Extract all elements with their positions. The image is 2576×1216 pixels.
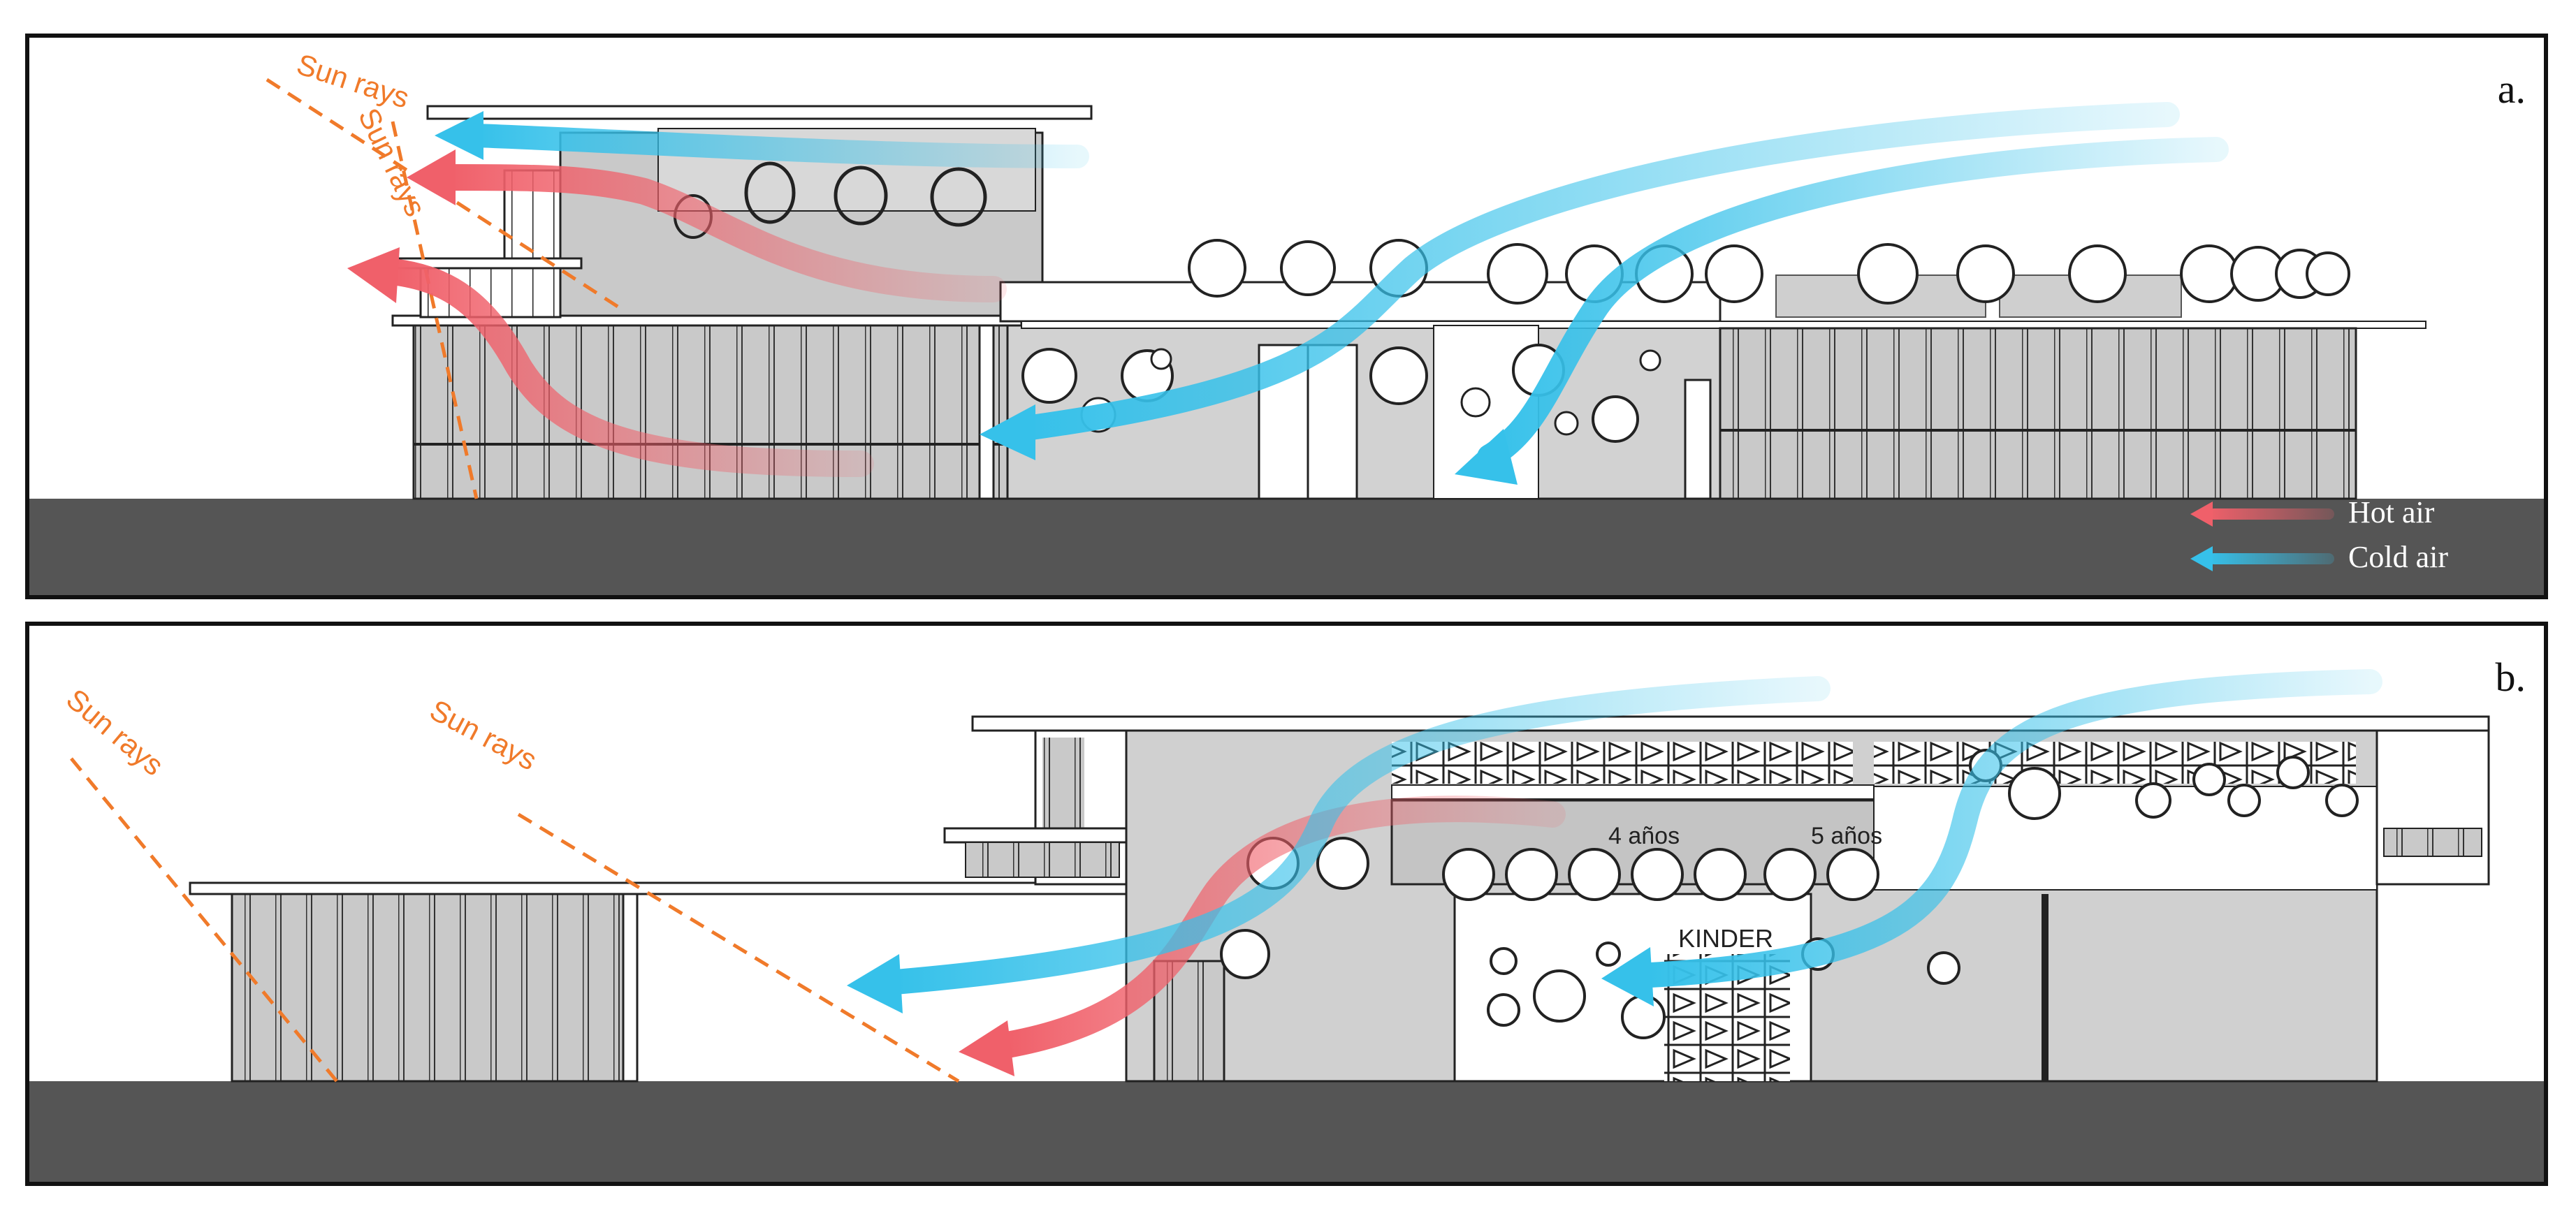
panel-a: Sun rays Sun rays a. [25, 34, 2548, 599]
legend-hot-air: Hot air [2188, 493, 2516, 535]
hot-air-arrowhead-a2 [347, 247, 400, 303]
legend-cold-air-label: Cold air [2348, 540, 2448, 574]
ground-a [29, 499, 2544, 595]
central-block-a [999, 281, 2426, 500]
ground-b [29, 1081, 2544, 1182]
hot-air-arrowhead-b [959, 1020, 1014, 1076]
sun-rays-label-a2: Sun rays [352, 103, 432, 221]
cold-air-arrowhead-b2 [1601, 947, 1654, 1006]
panel-b: Sun rays Sun rays 4 años 5 años KINDER b… [25, 622, 2548, 1186]
cold-air-arrows-a [465, 102, 2229, 469]
panel-b-drawing: Sun rays Sun rays 4 años 5 años KINDER [29, 669, 2544, 1182]
facade-circles-b [1220, 749, 2359, 1039]
kinder-sign: KINDER [1678, 924, 1773, 953]
panel-a-drawing: Sun rays Sun rays [29, 47, 2544, 595]
legend-hot-air-arrow-icon [2190, 501, 2334, 527]
hot-air-arrow-b [994, 796, 1566, 1058]
cold-air-arrows-b [883, 669, 2382, 995]
panel-a-label: a. [2497, 66, 2526, 112]
sun-rays-b [70, 757, 960, 1083]
sun-rays-label-b2: Sun rays [425, 693, 542, 776]
cold-air-arrowhead-a3 [1455, 429, 1518, 485]
right-building-a [1719, 274, 2357, 500]
room-label-4-anos: 4 años [1608, 823, 1680, 849]
legend-cold-air-arrow-icon [2190, 546, 2334, 571]
hot-air-arrowhead-a1 [407, 149, 456, 205]
legend: Hot air Cold air [2188, 493, 2516, 584]
legend-cold-air: Cold air [2188, 538, 2516, 580]
cold-air-arrowhead-b1 [847, 954, 903, 1013]
left-colonnade-b [189, 881, 2022, 1083]
cold-air-arrowhead-a1 [435, 111, 483, 160]
sun-rays-label-a1: Sun rays [293, 47, 413, 115]
cold-air-arrowhead-a2 [980, 404, 1035, 460]
room-label-5-anos: 5 años [1811, 823, 1882, 849]
hot-air-arrows-a [379, 164, 1007, 477]
panel-b-label: b. [2495, 654, 2526, 700]
legend-hot-air-label: Hot air [2348, 495, 2435, 529]
